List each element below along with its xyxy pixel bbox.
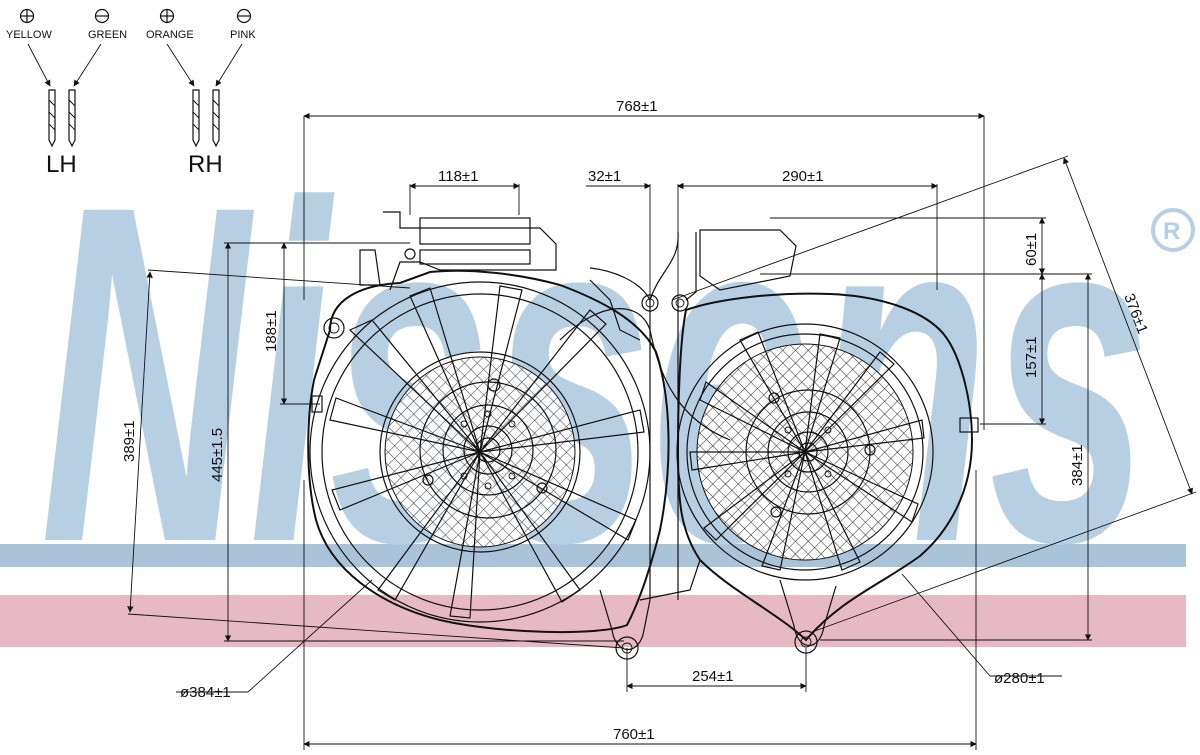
side-label-rh: RH bbox=[188, 151, 223, 178]
yellow-plus-icon bbox=[19, 8, 35, 24]
dim-diameter-280: ø280±1 bbox=[994, 670, 1045, 687]
frame bbox=[311, 211, 979, 660]
wire-label-orange: ORANGE bbox=[146, 29, 194, 41]
dim-760: 760±1 bbox=[613, 726, 655, 743]
orange-plus-icon bbox=[159, 8, 175, 24]
registered-mark: R bbox=[1163, 218, 1180, 245]
wire-label-pink: PINK bbox=[230, 29, 256, 41]
dim-254: 254±1 bbox=[692, 668, 734, 685]
dimension-labels: 768±1 760±1 118±1 32±1 290±1 254±1 ø384±… bbox=[121, 98, 1151, 743]
watermark-blue-band bbox=[0, 544, 1186, 567]
wire-label-green: GREEN bbox=[88, 29, 127, 41]
dim-445: 445±1.5 bbox=[209, 428, 226, 482]
watermark-pink-band bbox=[0, 595, 1186, 647]
rh-terminal-icon bbox=[192, 89, 220, 148]
left-fan-blades bbox=[329, 285, 645, 619]
dim-384: 384±1 bbox=[1069, 444, 1086, 486]
left-fan bbox=[307, 269, 670, 634]
dim-157: 157±1 bbox=[1023, 336, 1040, 378]
side-label-lh: LH bbox=[46, 151, 77, 178]
dimension-lines bbox=[127, 112, 1197, 750]
dim-389: 389±1 bbox=[121, 420, 138, 462]
dim-188: 188±1 bbox=[263, 310, 280, 352]
dim-diameter-384: ø384±1 bbox=[180, 684, 231, 701]
lh-terminal-icon bbox=[48, 89, 76, 148]
dim-118: 118±1 bbox=[438, 168, 479, 185]
wire-label-yellow: YELLOW bbox=[6, 29, 52, 41]
pink-minus-icon bbox=[236, 8, 252, 24]
right-fan bbox=[676, 292, 974, 642]
connector-legend: YELLOW GREEN ORANGE PINK LH RH bbox=[6, 8, 256, 178]
dim-768: 768±1 bbox=[616, 98, 658, 115]
green-minus-icon bbox=[94, 8, 110, 24]
dim-290: 290±1 bbox=[782, 168, 824, 185]
dim-32: 32±1 bbox=[588, 168, 621, 185]
dim-60: 60±1 bbox=[1023, 233, 1040, 266]
